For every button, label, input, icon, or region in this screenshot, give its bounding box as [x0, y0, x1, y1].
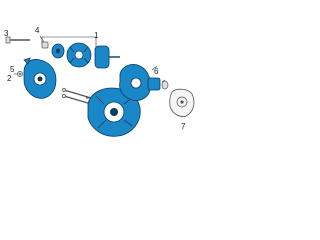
part-pulley	[51, 43, 65, 59]
part-rotor	[94, 45, 120, 69]
callout-7: 7	[181, 122, 186, 131]
part-fan	[66, 42, 92, 68]
part-bolt-3	[5, 36, 30, 44]
callout-4: 4	[35, 26, 40, 35]
diagram-canvas: .part { fill: #1a87c9; stroke: #0b3d5c; …	[5, 35, 195, 137]
alternator-exploded-diagram: .part { fill: #1a87c9; stroke: #0b3d5c; …	[0, 0, 200, 147]
part-rear-housing	[119, 64, 151, 101]
callout-3: 3	[4, 29, 9, 38]
callout-1: 1	[94, 31, 99, 40]
part-terminal-6	[161, 80, 169, 90]
part-rear-cover-7	[169, 88, 195, 117]
part-brush-holder	[147, 77, 161, 91]
part-front-housing	[23, 57, 57, 99]
callout-2: 2	[7, 74, 12, 83]
part-bushing	[41, 41, 49, 49]
part-alternator-body	[87, 87, 141, 137]
callout-5: 5	[10, 65, 15, 74]
part-nut-5	[17, 71, 23, 77]
callout-6: 6	[154, 67, 159, 76]
